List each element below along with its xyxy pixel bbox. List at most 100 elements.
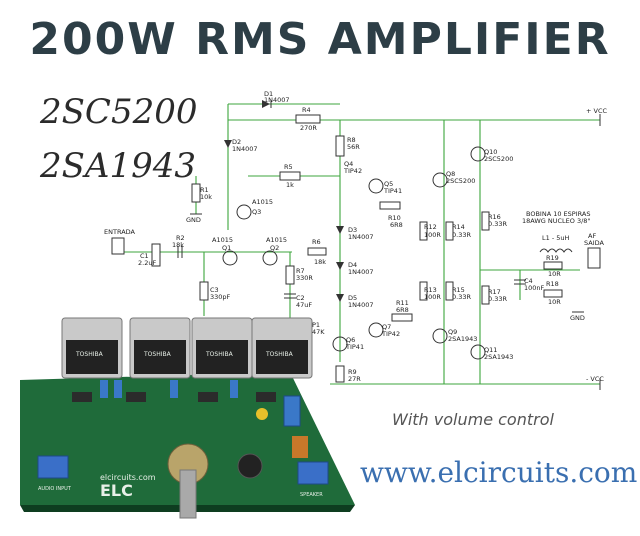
component-label: R4: [302, 106, 311, 114]
component-value: 0.33R: [452, 231, 471, 239]
component-label: R9: [348, 368, 357, 376]
component-value: 27R: [348, 375, 361, 383]
component-label: R13: [424, 286, 437, 294]
component-label: D3: [348, 226, 357, 234]
component-value: 56R: [347, 143, 360, 151]
component-label: Q8: [446, 170, 455, 178]
component-label: Q11: [484, 346, 497, 354]
component-label: D5: [348, 294, 357, 302]
component-value: 330pF: [210, 293, 231, 301]
component-value: 1N4007: [348, 268, 374, 276]
component-value: 1N4007: [348, 233, 374, 241]
component-label: R16: [488, 213, 501, 221]
component-label: P1: [312, 321, 320, 329]
component-value: 2SA1943: [484, 353, 513, 361]
pcb-brand: ELC: [100, 481, 133, 500]
q1-ref: Q1: [222, 244, 231, 252]
component-label: C2: [296, 294, 305, 302]
component-value: TIP42: [343, 167, 362, 175]
component-label: Q5: [384, 180, 393, 188]
svg-text:AF: AF: [588, 232, 596, 240]
page-title: 200W RMS AMPLIFIER: [29, 14, 611, 65]
component-label: R17: [488, 288, 501, 296]
component-value: 18k: [314, 258, 326, 266]
chip-label: TOSHIBA: [75, 351, 104, 358]
input-label: ENTRADA: [104, 228, 136, 236]
component-value: 47K: [312, 328, 325, 336]
component-label: R15: [452, 286, 465, 294]
component-label: C1: [140, 252, 149, 260]
component-label: D4: [348, 261, 357, 269]
component-value: 0.33R: [488, 295, 507, 303]
component-label: R19: [546, 254, 559, 262]
component-label: C3: [210, 286, 219, 294]
component-value: 18k: [172, 241, 184, 249]
component-value: 1N4007: [348, 301, 374, 309]
component-label: R12: [424, 223, 437, 231]
website-url[interactable]: www.elcircuits.com: [360, 456, 638, 489]
component-value: 2SA1943: [448, 335, 477, 343]
svg-text:GND: GND: [570, 314, 585, 322]
component-label: Q4: [344, 160, 353, 168]
component-value: 100R: [424, 231, 441, 239]
component-label: Q9: [448, 328, 457, 336]
component-value: Q3: [252, 208, 261, 216]
component-value: TIP41: [383, 187, 402, 195]
component-label: R1: [200, 186, 209, 194]
svg-text:GND: GND: [186, 216, 201, 224]
component-label: R2: [176, 234, 185, 242]
component-value: 2SC5200: [484, 155, 513, 163]
component-value: 0.33R: [488, 220, 507, 228]
chip-label: TOSHIBA: [205, 351, 234, 358]
component-label: R6: [312, 238, 321, 246]
q2-ref: Q2: [270, 244, 279, 252]
transistor-name-pnp: 2SA1943: [40, 146, 197, 186]
component-value: TIP42: [381, 330, 400, 338]
component-label: A1015: [252, 198, 273, 206]
component-value: 270R: [300, 124, 317, 132]
transistor-name-npn: 2SC5200: [40, 92, 198, 132]
component-label: R18: [546, 280, 559, 288]
component-value: 2.2uF: [138, 259, 156, 267]
component-label: Q10: [484, 148, 497, 156]
component-value: 1N4007: [232, 145, 258, 153]
coil-label: BOBINA 10 ESPIRAS: [526, 210, 590, 218]
component-value: TIP41: [345, 343, 364, 351]
component-label: R5: [284, 163, 293, 171]
component-label: R7: [296, 267, 305, 275]
chip-label: TOSHIBA: [265, 351, 294, 358]
inductor-label: L1 - 5uH: [542, 234, 569, 242]
component-value: 47uF: [296, 301, 312, 309]
coil-spec: 18AWG NUCLEO 3/8": [522, 217, 590, 225]
pcb-speaker-label: SPEAKER: [300, 492, 323, 498]
component-value: 2SC5200: [446, 177, 475, 185]
component-value: 330R: [296, 274, 313, 282]
svg-text:SAIDA: SAIDA: [584, 239, 605, 247]
pcb-audio-input-label: AUDIO INPUT: [38, 486, 72, 492]
component-label: D1: [264, 90, 273, 98]
component-label: R11: [396, 299, 409, 307]
component-value: 6R8: [390, 221, 403, 229]
component-label: R14: [452, 223, 465, 231]
component-value: 100R: [424, 293, 441, 301]
vcc-positive-label: + VCC: [586, 107, 607, 115]
component-value: 10R: [548, 298, 561, 306]
component-label: C4: [524, 277, 533, 285]
component-value: 1N4007: [264, 96, 290, 104]
component-label: R8: [347, 136, 356, 144]
component-value: 6R8: [396, 306, 409, 314]
pcb-site: elcircuits.com: [100, 473, 156, 482]
component-value: 1k: [286, 181, 294, 189]
component-label: R10: [388, 214, 401, 222]
chip-label: TOSHIBA: [143, 351, 172, 358]
q2-type: A1015: [266, 236, 287, 244]
component-label: Q7: [382, 323, 391, 331]
component-label: D2: [232, 138, 241, 146]
q1-type: A1015: [212, 236, 233, 244]
vcc-negative-label: - VCC: [586, 375, 604, 383]
component-value: 100nF: [524, 284, 545, 292]
caption: With volume control: [392, 410, 554, 429]
component-label: Q6: [346, 336, 355, 344]
component-value: 10R: [548, 270, 561, 278]
